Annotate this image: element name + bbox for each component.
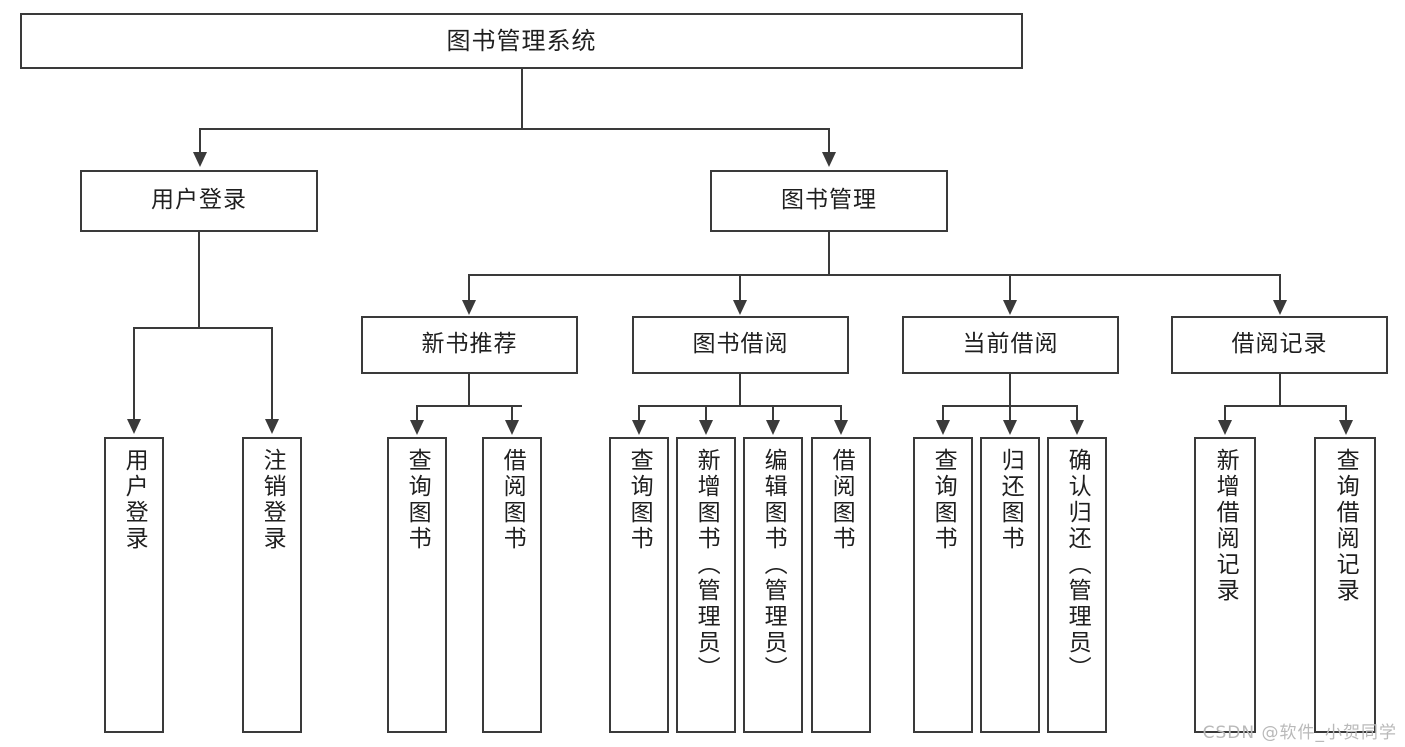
connector-borrow-bus <box>638 405 841 407</box>
node-current-borrow[interactable]: 当前借阅 <box>902 316 1119 374</box>
arrowhead-records-child-1 <box>1218 420 1232 435</box>
arrowhead-book-manage-child-4 <box>1273 300 1287 315</box>
connector-root-bus <box>199 128 830 130</box>
arrowhead-root-to-user-login <box>193 152 207 167</box>
connector-root-to-book-manage <box>828 128 830 154</box>
leaf-user-login-signout[interactable]: 注销登录 <box>242 437 302 733</box>
node-label: 注销登录 <box>259 448 286 552</box>
connector-recommend-trunk <box>468 374 470 406</box>
connector-borrow-child-3 <box>772 405 774 421</box>
connector-current-trunk <box>1009 374 1011 406</box>
leaf-borrow-borrow-book[interactable]: 借阅图书 <box>811 437 871 733</box>
connector-records-child-1 <box>1224 405 1226 421</box>
arrowhead-book-manage-child-3 <box>1003 300 1017 315</box>
node-new-book-recommend[interactable]: 新书推荐 <box>361 316 578 374</box>
connector-current-child-2 <box>1009 405 1011 421</box>
node-user-login[interactable]: 用户登录 <box>80 170 318 232</box>
connector-root-to-user-login <box>199 128 201 154</box>
arrowhead-borrow-child-1 <box>632 420 646 435</box>
node-label: 查询图书 <box>626 448 653 552</box>
connector-book-manage-child-2 <box>739 274 741 302</box>
leaf-borrow-edit-book-admin[interactable]: 编辑图书（管理员） <box>743 437 803 733</box>
connector-records-child-2 <box>1345 405 1347 421</box>
leaf-current-query-book[interactable]: 查询图书 <box>913 437 973 733</box>
connector-user-login-child-1 <box>133 327 135 420</box>
connector-book-manage-child-1 <box>468 274 470 302</box>
leaf-user-login-signin[interactable]: 用户登录 <box>104 437 164 733</box>
arrowhead-user-login-child-1 <box>127 419 141 434</box>
node-root-system[interactable]: 图书管理系统 <box>20 13 1023 69</box>
arrowhead-book-manage-child-1 <box>462 300 476 315</box>
node-label: 新增借阅记录 <box>1212 448 1239 604</box>
connector-records-bus <box>1224 405 1346 407</box>
csdn-watermark: CSDN @软件_小贺同学 <box>1202 723 1397 743</box>
leaf-recommend-query-book[interactable]: 查询图书 <box>387 437 447 733</box>
node-label: 新增图书（管理员） <box>693 448 720 682</box>
arrowhead-current-child-2 <box>1003 420 1017 435</box>
node-label: 用户登录 <box>151 187 247 214</box>
node-label: 借阅图书 <box>828 448 855 552</box>
arrowhead-current-child-1 <box>936 420 950 435</box>
connector-user-login-bus <box>133 327 272 329</box>
arrowhead-current-child-3 <box>1070 420 1084 435</box>
node-label: 图书管理系统 <box>446 26 597 55</box>
leaf-borrow-add-book-admin[interactable]: 新增图书（管理员） <box>676 437 736 733</box>
connector-current-child-3 <box>1076 405 1078 421</box>
node-label: 确认归还（管理员） <box>1064 448 1091 682</box>
leaf-records-add-record[interactable]: 新增借阅记录 <box>1194 437 1256 733</box>
connector-records-trunk <box>1279 374 1281 406</box>
arrowhead-recommend-child-1 <box>410 420 424 435</box>
node-book-management[interactable]: 图书管理 <box>710 170 948 232</box>
connector-borrow-child-4 <box>840 405 842 421</box>
arrowhead-borrow-child-4 <box>834 420 848 435</box>
node-label: 编辑图书（管理员） <box>760 448 787 682</box>
node-book-borrow[interactable]: 图书借阅 <box>632 316 849 374</box>
connector-borrow-trunk <box>739 374 741 406</box>
connector-user-login-trunk <box>198 232 200 328</box>
arrowhead-book-manage-child-2 <box>733 300 747 315</box>
node-label: 查询图书 <box>404 448 431 552</box>
leaf-borrow-query-book[interactable]: 查询图书 <box>609 437 669 733</box>
arrowhead-user-login-child-2 <box>265 419 279 434</box>
arrowhead-recommend-child-2 <box>505 420 519 435</box>
node-label: 用户登录 <box>121 448 148 552</box>
connector-root-trunk <box>521 68 523 129</box>
arrowhead-root-to-book-manage <box>822 152 836 167</box>
node-label: 图书借阅 <box>692 331 789 358</box>
connector-recommend-child-1 <box>416 405 418 421</box>
leaf-records-query-record[interactable]: 查询借阅记录 <box>1314 437 1376 733</box>
connector-book-manage-child-3 <box>1009 274 1011 302</box>
node-label: 图书管理 <box>781 187 877 214</box>
node-label: 借阅记录 <box>1231 331 1328 358</box>
connector-book-manage-child-4 <box>1279 274 1281 302</box>
arrowhead-borrow-child-2 <box>699 420 713 435</box>
node-borrow-records[interactable]: 借阅记录 <box>1171 316 1388 374</box>
connector-borrow-child-1 <box>638 405 640 421</box>
node-label: 新书推荐 <box>421 331 518 358</box>
node-label: 查询图书 <box>930 448 957 552</box>
arrowhead-records-child-2 <box>1339 420 1353 435</box>
connector-borrow-child-2 <box>705 405 707 421</box>
connector-current-child-1 <box>942 405 944 421</box>
leaf-current-return-book[interactable]: 归还图书 <box>980 437 1040 733</box>
leaf-recommend-borrow-book[interactable]: 借阅图书 <box>482 437 542 733</box>
node-label: 归还图书 <box>997 448 1024 552</box>
node-label: 借阅图书 <box>499 448 526 552</box>
node-label: 当前借阅 <box>962 331 1059 358</box>
connector-user-login-child-2 <box>271 327 273 420</box>
node-label: 查询借阅记录 <box>1332 448 1359 604</box>
connector-recommend-child-2 <box>511 405 513 421</box>
connector-book-manage-bus <box>468 274 1280 276</box>
connector-book-manage-trunk <box>828 232 830 275</box>
arrowhead-borrow-child-3 <box>766 420 780 435</box>
leaf-current-confirm-return-admin[interactable]: 确认归还（管理员） <box>1047 437 1107 733</box>
connector-recommend-bus <box>416 405 522 407</box>
